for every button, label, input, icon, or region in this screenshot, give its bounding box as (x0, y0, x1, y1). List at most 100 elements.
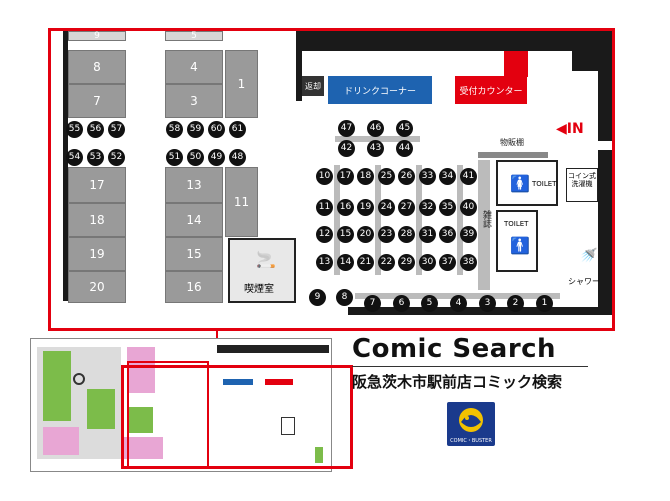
seat-9[interactable]: 9 (309, 289, 326, 306)
booth-11[interactable]: 11 (225, 167, 258, 237)
seat-13[interactable]: 13 (316, 254, 333, 271)
booth-20[interactable]: 20 (68, 271, 126, 303)
booth-18[interactable]: 18 (68, 203, 126, 237)
seat-61[interactable]: 61 (229, 121, 246, 138)
mini-drink (223, 379, 253, 385)
booth-3[interactable]: 3 (165, 84, 223, 118)
seat-55[interactable]: 55 (66, 121, 83, 138)
seat-27[interactable]: 27 (398, 199, 415, 216)
return-counter: 返却 (302, 76, 324, 96)
coin-laundry: コイン式 洗濯機 (566, 168, 598, 202)
seat-44[interactable]: 44 (396, 140, 413, 157)
seat-58[interactable]: 58 (166, 121, 183, 138)
shop-shelf (478, 152, 548, 158)
main-map-frame (48, 28, 615, 331)
seat-47[interactable]: 47 (338, 120, 355, 137)
reception-counter: 受付カウンター (455, 76, 527, 104)
smoking-room: 🚬 喫煙室 (228, 238, 296, 303)
seat-24[interactable]: 24 (378, 199, 395, 216)
seat-20[interactable]: 20 (357, 226, 374, 243)
seat-7[interactable]: 7 (364, 295, 381, 312)
booth-14[interactable]: 14 (165, 203, 223, 237)
booth-13[interactable]: 13 (165, 167, 223, 203)
seat-10[interactable]: 10 (316, 168, 333, 185)
booth-19[interactable]: 19 (68, 237, 126, 271)
seat-37[interactable]: 37 (439, 254, 456, 271)
top-wall (300, 31, 612, 51)
reception-pillar (504, 51, 528, 77)
booth-8[interactable]: 8 (68, 50, 126, 84)
seat-8[interactable]: 8 (336, 289, 353, 306)
seat-29[interactable]: 29 (398, 254, 415, 271)
seat-19[interactable]: 19 (357, 199, 374, 216)
seat-11[interactable]: 11 (316, 199, 333, 216)
seat-1[interactable]: 1 (536, 295, 553, 312)
mini-no-smoking-icon (73, 373, 85, 385)
seat-38[interactable]: 38 (460, 254, 477, 271)
booth-4[interactable]: 4 (165, 50, 223, 84)
seat-34[interactable]: 34 (439, 168, 456, 185)
seat-16[interactable]: 16 (337, 199, 354, 216)
booth-9[interactable]: 9 (68, 31, 126, 41)
seat-33[interactable]: 33 (419, 168, 436, 185)
seat-28[interactable]: 28 (398, 226, 415, 243)
booth-15[interactable]: 15 (165, 237, 223, 271)
seat-23[interactable]: 23 (378, 226, 395, 243)
seat-30[interactable]: 30 (419, 254, 436, 271)
booth-16[interactable]: 16 (165, 271, 223, 303)
seat-2[interactable]: 2 (507, 295, 524, 312)
seat-51[interactable]: 51 (166, 149, 183, 166)
seat-4[interactable]: 4 (450, 295, 467, 312)
bottom-wall (348, 307, 612, 315)
mini-green-right (315, 447, 323, 463)
seat-46[interactable]: 46 (367, 120, 384, 137)
seat-48[interactable]: 48 (229, 149, 246, 166)
seat-59[interactable]: 59 (187, 121, 204, 138)
seat-14[interactable]: 14 (337, 254, 354, 271)
booth-7[interactable]: 7 (68, 84, 126, 118)
seat-5[interactable]: 5 (421, 295, 438, 312)
seat-18[interactable]: 18 (357, 168, 374, 185)
table-col-1 (334, 165, 340, 275)
left-wall (63, 31, 68, 301)
seat-17[interactable]: 17 (337, 168, 354, 185)
seat-6[interactable]: 6 (393, 295, 410, 312)
seat-36[interactable]: 36 (439, 226, 456, 243)
seat-31[interactable]: 31 (419, 226, 436, 243)
seat-43[interactable]: 43 (367, 140, 384, 157)
seat-53[interactable]: 53 (87, 149, 104, 166)
seat-56[interactable]: 56 (87, 121, 104, 138)
seat-32[interactable]: 32 (419, 199, 436, 216)
booth-5[interactable]: 5 (165, 31, 223, 41)
mini-zone-pink-3 (123, 437, 163, 459)
seat-54[interactable]: 54 (66, 149, 83, 166)
seat-50[interactable]: 50 (187, 149, 204, 166)
seat-49[interactable]: 49 (208, 149, 225, 166)
seat-60[interactable]: 60 (208, 121, 225, 138)
table-top-cluster (335, 136, 420, 142)
booth-17[interactable]: 17 (68, 167, 126, 203)
seat-22[interactable]: 22 (378, 254, 395, 271)
seat-3[interactable]: 3 (479, 295, 496, 312)
seat-12[interactable]: 12 (316, 226, 333, 243)
toilet-1-label: TOILET (532, 180, 557, 188)
seat-45[interactable]: 45 (396, 120, 413, 137)
seat-41[interactable]: 41 (460, 168, 477, 185)
seat-35[interactable]: 35 (439, 199, 456, 216)
seat-57[interactable]: 57 (108, 121, 125, 138)
brand-title-underline (352, 366, 588, 367)
mini-zone-green (43, 351, 71, 421)
smoking-room-label: 喫煙室 (244, 284, 274, 295)
shop-shelf-label: 物販棚 (500, 138, 524, 147)
toilet-male-icon: 🚹 (510, 236, 530, 255)
toilet-2: TOILET 🚹 (496, 210, 538, 272)
booth-1[interactable]: 1 (225, 50, 258, 118)
seat-40[interactable]: 40 (460, 199, 477, 216)
seat-42[interactable]: 42 (338, 140, 355, 157)
seat-39[interactable]: 39 (460, 226, 477, 243)
seat-26[interactable]: 26 (398, 168, 415, 185)
seat-25[interactable]: 25 (378, 168, 395, 185)
seat-21[interactable]: 21 (357, 254, 374, 271)
seat-52[interactable]: 52 (108, 149, 125, 166)
seat-15[interactable]: 15 (337, 226, 354, 243)
